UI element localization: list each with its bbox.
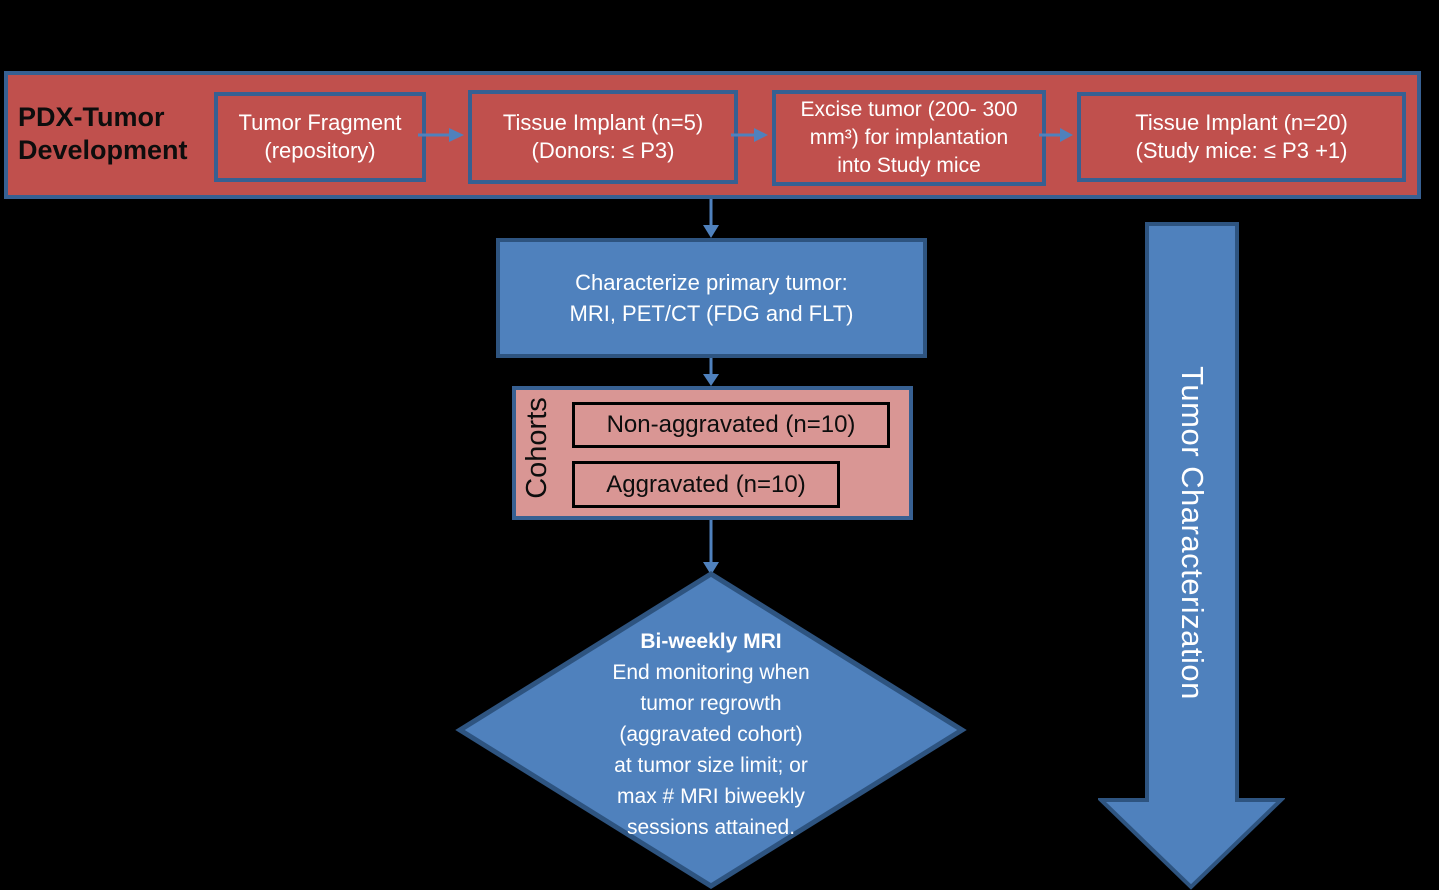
decision-diamond [455,571,967,889]
diamond-text-line: (aggravated cohort) [619,723,803,746]
diamond-text-line: at tumor size limit; or [614,754,808,777]
flow-arrow-down-icon [703,519,719,575]
flow-arrow-right-icon [1039,128,1073,142]
banner-title: PDX-Tumor Development [18,101,218,167]
cohort-item-label: Aggravated (n=10) [606,470,806,498]
box-text-line: Tissue Implant (n=20) [1135,110,1348,135]
flow-arrow-right-icon [418,128,464,142]
box-text-line: Characterize primary tumor: [575,270,848,295]
cohort-item-label: Non-aggravated (n=10) [606,411,856,438]
diamond-text-line: End monitoring when [612,661,810,684]
box-text-line: (Donors: ≤ P3) [531,138,675,163]
tissue-implant-n20-box: Tissue Implant (n=20) (Study mice: ≤ P3 … [1077,92,1406,182]
tissue-implant-n5-box: Tissue Implant (n=5) (Donors: ≤ P3) [468,90,738,184]
banner-title-line: PDX-Tumor [18,102,165,132]
diamond-title: Bi-weekly MRI [640,630,782,653]
box-text-line: Excise tumor (200- 300 [800,98,1018,121]
tumor-characterization-label: Tumor Characterization [1175,366,1210,700]
diamond-text: Bi-weekly MRI End monitoring when tumor … [561,626,861,843]
box-text-line: (Study mice: ≤ P3 +1) [1135,138,1348,163]
diamond-text-line: max # MRI biweekly [617,785,805,808]
cohorts-label: Cohorts [521,397,553,499]
box-text-line: mm³) for implantation [809,126,1009,149]
diamond-text-line: tumor regrowth [640,692,782,715]
box-text-line: MRI, PET/CT (FDG and FLT) [569,301,854,326]
tumor-fragment-box: Tumor Fragment (repository) [214,92,426,182]
big-down-arrow-icon [1098,222,1285,890]
characterize-tumor-box: Characterize primary tumor: MRI, PET/CT … [496,238,927,358]
flow-arrow-down-icon [703,199,719,238]
aggravated-cohort-box: Aggravated (n=10) [572,461,840,508]
box-text-line: Tissue Implant (n=5) [502,110,704,135]
pdx-development-banner: PDX-Tumor Development Tumor Fragment (re… [4,71,1421,199]
flow-arrow-right-icon [731,128,768,142]
box-text-line: Tumor Fragment [238,110,402,135]
box-text-line: (repository) [264,138,376,163]
excise-tumor-box: Excise tumor (200- 300 mm³) for implanta… [772,90,1046,186]
diamond-text-line: sessions attained. [626,816,796,839]
banner-title-line: Development [18,135,188,165]
flow-arrow-down-icon [703,357,719,386]
non-aggravated-cohort-box: Non-aggravated (n=10) [572,402,890,448]
box-text-line: into Study mice [837,154,981,177]
